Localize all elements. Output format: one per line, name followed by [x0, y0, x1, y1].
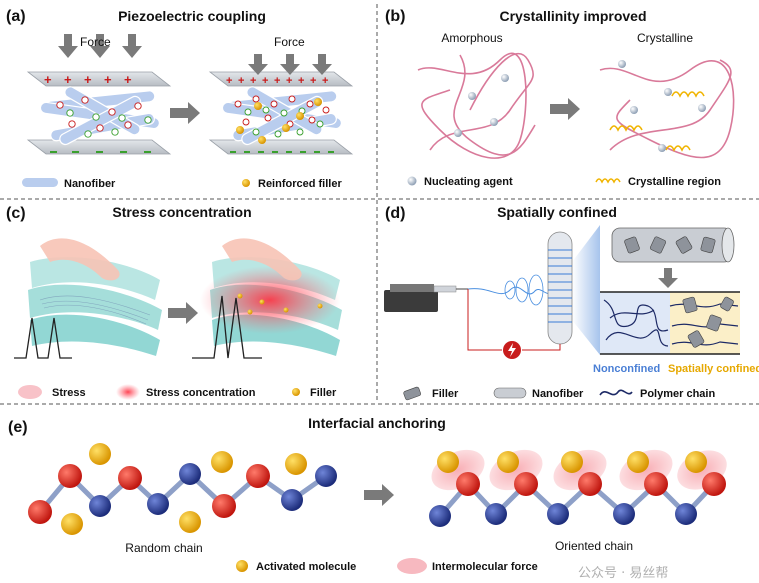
legend-filler-d: Filler [432, 388, 459, 400]
panel-dividers [0, 4, 759, 405]
panel-b-title: Crystallinity improved [499, 8, 646, 24]
nucleating-agents-right [618, 60, 706, 152]
svg-text:+: + [104, 72, 112, 87]
top-plate [26, 71, 172, 87]
amorphous-label: Amorphous [441, 31, 502, 45]
crystalline-chains [599, 59, 735, 159]
force-arrows-left [58, 34, 142, 58]
svg-text:+: + [262, 75, 268, 87]
svg-text:+: + [84, 72, 92, 87]
filler-legend-swatch [242, 179, 250, 187]
panel-a-title: Piezoelectric coupling [118, 8, 266, 24]
svg-text:+: + [238, 75, 244, 87]
right-sheet-stack [192, 238, 342, 359]
signal-right [192, 295, 262, 359]
nucleating-legend-swatch [407, 176, 417, 186]
confined-label: Spatially confined [668, 363, 759, 375]
zoom-beam [572, 225, 600, 355]
svg-text:+: + [286, 75, 292, 87]
stress-field [200, 266, 340, 334]
confinement-box [600, 291, 740, 355]
amorphous-chains [417, 52, 536, 159]
svg-text:+: + [250, 75, 256, 87]
panel-d-label: (d) [385, 205, 405, 222]
svg-text:+: + [310, 75, 316, 87]
down-arrow-d [658, 268, 678, 288]
collector-drum [547, 231, 573, 345]
nanofiber-tube [611, 227, 735, 263]
intermolecular-force-legend-swatch [397, 558, 427, 574]
random-chain [28, 443, 337, 535]
panel-e-title: Interfacial anchoring [308, 415, 446, 431]
process-arrow-b [550, 98, 580, 120]
reinforced-fillers [236, 98, 322, 144]
left-sheet-stack [14, 238, 162, 359]
process-arrow-e [364, 484, 394, 506]
finger-left [40, 238, 120, 281]
legend-stress-concentration: Stress concentration [146, 387, 256, 399]
panel-c-title: Stress concentration [112, 204, 251, 220]
random-chain-label: Random chain [125, 541, 202, 555]
circuit-wire-left [467, 289, 502, 351]
force-label-right: Force [274, 35, 305, 49]
right-piezo-stack: + + + + + + + + + [208, 35, 354, 155]
panel-b-label: (b) [385, 8, 405, 25]
force-arrows-right [248, 54, 332, 75]
svg-text:+: + [124, 72, 132, 87]
panel-e-label: (e) [8, 419, 28, 436]
crystalline-legend-swatch [595, 178, 621, 184]
nanofiber-legend-swatch-d [493, 387, 527, 399]
filler-legend-swatch-c [292, 388, 300, 396]
panel-a: (a) Piezoelectric coupling + + + + + [6, 8, 354, 190]
svg-text:+: + [226, 75, 232, 87]
watermark: 公众号 · 易丝帮 [578, 566, 668, 581]
signal-left [14, 317, 72, 359]
syringe-pump [384, 284, 468, 312]
svg-text:+: + [44, 72, 52, 87]
svg-text:+: + [298, 75, 304, 87]
electrospray-loops [504, 274, 544, 306]
circuit-wire-right [522, 344, 561, 351]
legend-nucleating-agent: Nucleating agent [424, 176, 513, 188]
svg-text:+: + [322, 75, 328, 87]
panel-c: (c) Stress concentration [6, 204, 342, 400]
legend-intermolecular-force: Intermolecular force [432, 561, 538, 573]
stress-concentration-legend-swatch [116, 384, 140, 400]
svg-text:+: + [64, 72, 72, 87]
polymer-legend-swatch [599, 389, 633, 396]
legend-nanofiber: Nanofiber [64, 178, 116, 190]
nonconfined-label: Nonconfined [593, 363, 660, 375]
svg-text:+: + [274, 75, 280, 87]
legend-crystalline-region: Crystalline region [628, 176, 721, 188]
force-label-left: Force [80, 35, 111, 49]
crystalline-coils [609, 91, 705, 152]
left-piezo-stack: + + + + + Force [26, 34, 172, 155]
panel-d: (d) Spatially confined [384, 204, 759, 401]
crystalline-label: Crystalline [637, 31, 693, 45]
finger-right [222, 238, 302, 281]
filler-legend-swatch-d [403, 386, 421, 401]
legend-polymer-chain: Polymer chain [640, 388, 715, 400]
electrospray-jet [467, 286, 553, 295]
legend-reinforced-filler: Reinforced filler [258, 178, 342, 190]
oriented-chain-label: Oriented chain [555, 539, 633, 553]
process-arrow-c [168, 302, 198, 324]
nanofiber-legend-swatch [22, 178, 58, 187]
stress-legend-swatch [18, 385, 42, 399]
nucleating-agents-left [454, 74, 509, 137]
panel-e: (e) Interfacial anchoring Random chain [8, 415, 727, 581]
legend-stress: Stress [52, 387, 86, 399]
panel-c-label: (c) [6, 205, 26, 222]
process-arrow-a [170, 102, 200, 124]
oriented-chain [429, 449, 727, 527]
panel-d-title: Spatially confined [497, 204, 617, 220]
legend-activated-molecule: Activated molecule [256, 561, 356, 573]
legend-filler-c: Filler [310, 387, 337, 399]
activated-molecule-legend-swatch [236, 560, 248, 572]
panel-b: (b) Crystallinity improved Amorphous Cry… [385, 8, 735, 188]
panel-a-label: (a) [6, 8, 26, 25]
legend-nanofiber-d: Nanofiber [532, 388, 584, 400]
